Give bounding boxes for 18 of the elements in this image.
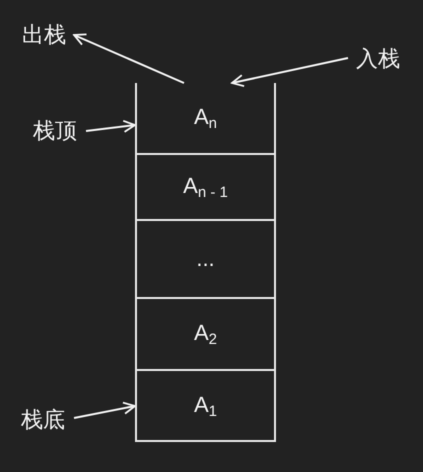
stack-cell <box>135 371 276 442</box>
arrow <box>73 33 184 84</box>
element-label: A$_{n}$ <box>194 104 218 132</box>
stack-cell <box>135 221 276 299</box>
element-label: ... <box>196 246 215 272</box>
text-label: 出栈 <box>22 21 66 49</box>
element-label: A$_{n - 1}$ <box>183 173 228 201</box>
element-label: A$_{1}$ <box>194 392 218 420</box>
element-label: A$_{2}$ <box>194 320 218 348</box>
arrow <box>74 402 136 419</box>
stack-cell <box>135 155 276 221</box>
stack-cell <box>135 299 276 371</box>
stack-cell <box>135 83 276 155</box>
text-label: 栈顶 <box>33 117 77 145</box>
text-label: 入栈 <box>356 45 400 73</box>
text-label: 栈底 <box>21 406 65 434</box>
arrow <box>86 120 136 133</box>
arrow <box>231 57 348 88</box>
